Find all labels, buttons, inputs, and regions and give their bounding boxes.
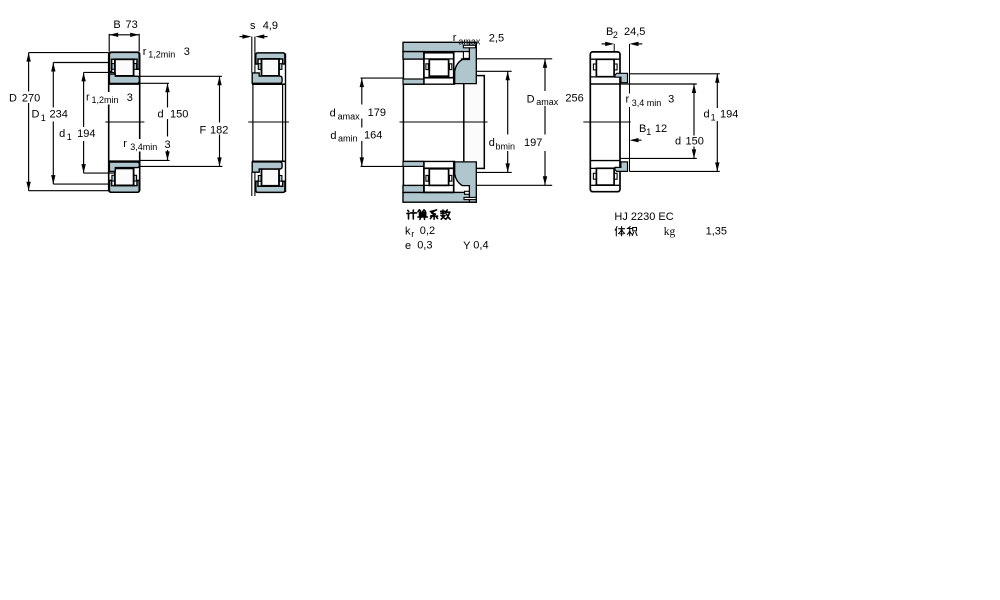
- svg-text:194: 194: [720, 108, 738, 120]
- svg-text:F: F: [200, 125, 207, 137]
- svg-text:d: d: [330, 130, 336, 142]
- svg-text:amax: amax: [338, 111, 361, 121]
- svg-text:B: B: [606, 26, 613, 38]
- svg-text:3,4 min: 3,4 min: [632, 98, 662, 108]
- svg-text:3: 3: [165, 139, 171, 151]
- svg-text:d: d: [675, 136, 681, 148]
- svg-text:197: 197: [524, 137, 542, 149]
- svg-text:r: r: [86, 91, 90, 103]
- svg-text:s: s: [250, 20, 256, 32]
- svg-text:4,9: 4,9: [263, 20, 278, 32]
- svg-text:e: e: [405, 240, 411, 252]
- svg-text:256: 256: [565, 93, 583, 105]
- svg-text:164: 164: [364, 130, 382, 142]
- svg-text:182: 182: [210, 125, 228, 137]
- svg-text:0,3: 0,3: [417, 240, 432, 252]
- svg-text:kg: kg: [664, 226, 676, 238]
- svg-text:d: d: [704, 108, 710, 120]
- svg-text:D: D: [32, 109, 40, 121]
- svg-text:r: r: [123, 138, 127, 150]
- svg-text:r: r: [411, 229, 414, 239]
- svg-text:1: 1: [711, 112, 716, 122]
- svg-text:3: 3: [127, 92, 133, 104]
- svg-text:Y: Y: [463, 240, 471, 252]
- svg-text:150: 150: [170, 108, 188, 120]
- svg-text:24,5: 24,5: [624, 26, 645, 38]
- svg-text:1,2min: 1,2min: [148, 50, 175, 60]
- svg-text:150: 150: [686, 136, 704, 148]
- svg-text:HJ 2230 EC: HJ 2230 EC: [614, 211, 673, 223]
- svg-text:1: 1: [67, 132, 72, 142]
- svg-text:1: 1: [646, 127, 651, 137]
- svg-text:r: r: [453, 32, 457, 44]
- svg-text:194: 194: [77, 128, 95, 140]
- svg-text:k: k: [405, 225, 411, 237]
- svg-text:amax: amax: [536, 97, 559, 107]
- svg-text:D: D: [527, 93, 535, 105]
- svg-text:2,5: 2,5: [489, 33, 504, 45]
- svg-text:bmin: bmin: [496, 142, 516, 152]
- svg-text:B: B: [113, 19, 120, 31]
- svg-text:73: 73: [126, 19, 138, 31]
- svg-text:12: 12: [655, 123, 667, 135]
- svg-text:1,35: 1,35: [706, 226, 727, 238]
- svg-text:0,2: 0,2: [420, 225, 435, 237]
- svg-text:d: d: [330, 108, 336, 120]
- svg-text:D: D: [9, 92, 17, 104]
- svg-text:2: 2: [613, 30, 618, 40]
- svg-text:179: 179: [368, 107, 386, 119]
- svg-text:234: 234: [50, 109, 68, 121]
- svg-text:B: B: [639, 123, 646, 135]
- svg-text:3: 3: [184, 46, 190, 58]
- svg-text:3,4min: 3,4min: [130, 142, 157, 152]
- svg-text:0,4: 0,4: [473, 240, 488, 252]
- svg-text:270: 270: [22, 92, 40, 104]
- svg-text:r: r: [143, 46, 147, 58]
- svg-text:d: d: [158, 108, 164, 120]
- svg-text:r: r: [626, 94, 630, 106]
- svg-text:amax: amax: [458, 36, 481, 46]
- svg-text:d: d: [59, 128, 65, 140]
- svg-text:1,2min: 1,2min: [92, 95, 119, 105]
- svg-text:d: d: [489, 137, 495, 149]
- svg-text:3: 3: [668, 93, 674, 105]
- svg-text:amin: amin: [338, 134, 358, 144]
- svg-text:1: 1: [41, 113, 46, 123]
